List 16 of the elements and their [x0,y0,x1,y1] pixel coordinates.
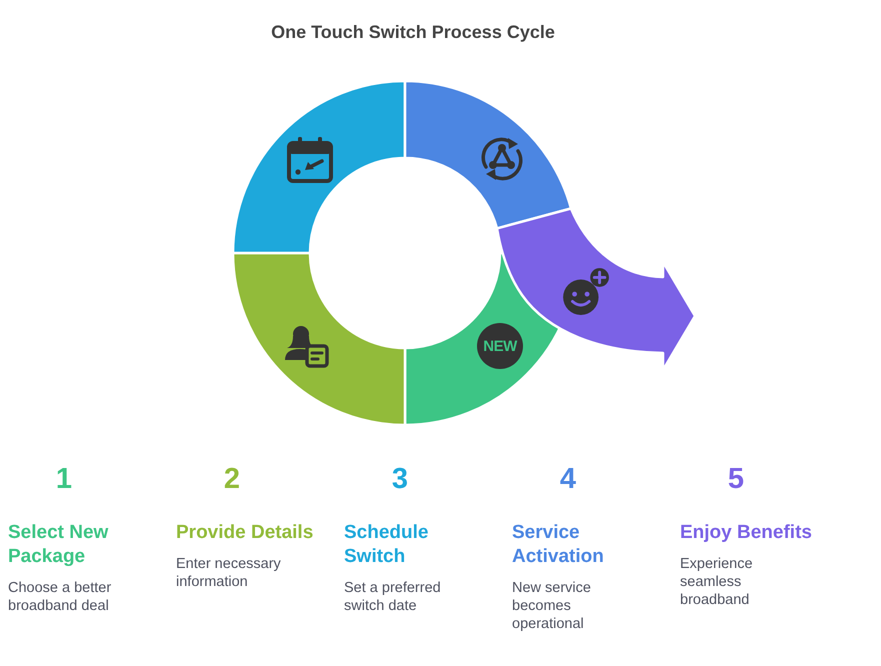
step-description: Set a preferred switch date [344,579,442,615]
step-number: 2 [222,462,242,496]
step-number: 4 [558,462,578,496]
step-title: Provide Details [176,521,314,545]
step-description: Experience seamless broadband [680,555,754,609]
step-title: Enjoy Benefits [680,521,812,545]
step-title: Select New Package [8,521,110,569]
step-title: Service Activation [512,521,605,569]
step-description: Choose a better broadband deal [8,579,112,615]
diagram-title: One Touch Switch Process Cycle [270,22,556,43]
step-number: 1 [54,462,74,496]
step-number: 5 [726,462,746,496]
step-description: Enter necessary information [176,555,282,591]
step-number: 3 [390,462,410,496]
step-title: Schedule Switch [344,521,430,569]
step-description: New service becomes operational [512,579,592,633]
